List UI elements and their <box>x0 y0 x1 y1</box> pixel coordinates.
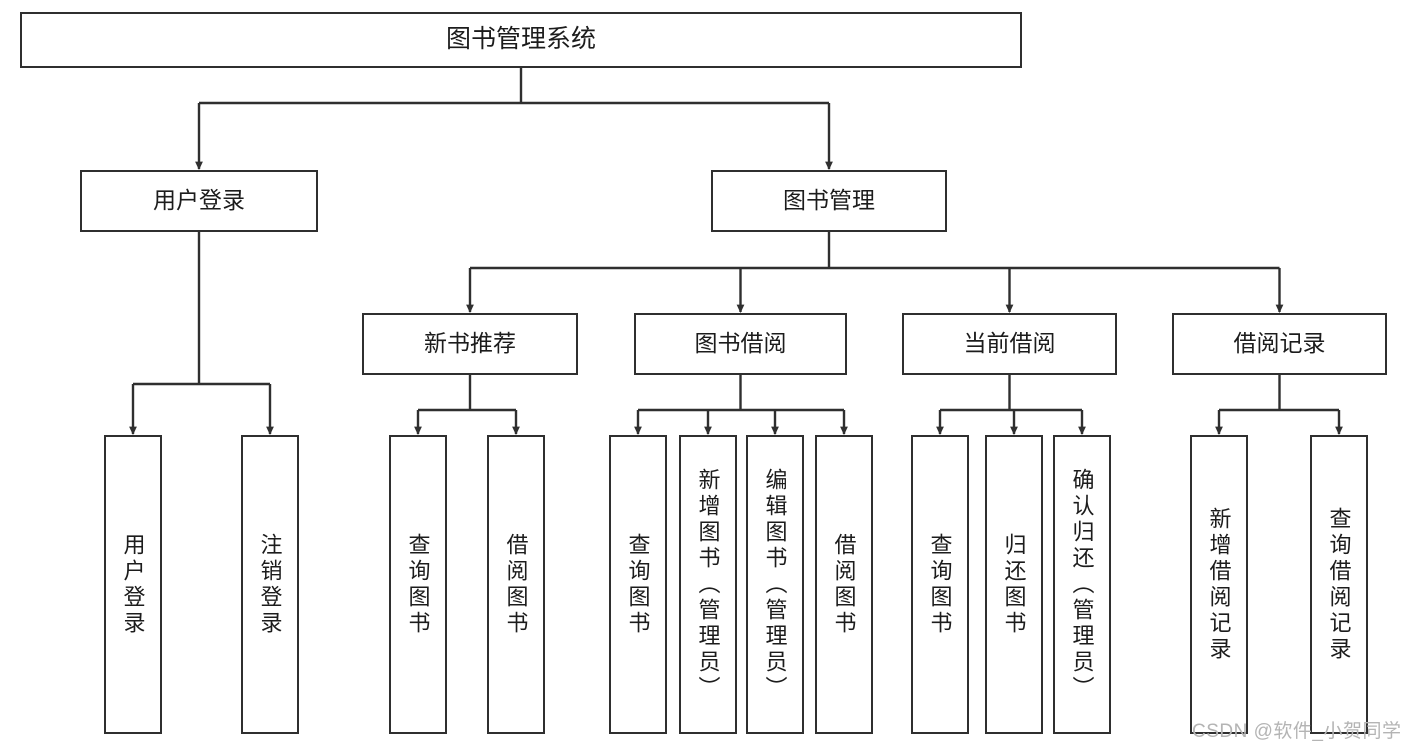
node-leaf-leaf-query-book-1[interactable]: 查询图书 <box>389 435 447 734</box>
node-leaf-leaf-edit-book[interactable]: 编辑图书（管理员） <box>746 435 804 734</box>
node-label: 查询图书 <box>927 532 953 637</box>
node-level3-new-book-rec[interactable]: 新书推荐 <box>362 313 578 375</box>
node-label: 查询图书 <box>625 532 651 637</box>
node-leaf-leaf-query-book-2[interactable]: 查询图书 <box>609 435 667 734</box>
node-leaf-leaf-query-record[interactable]: 查询借阅记录 <box>1310 435 1368 734</box>
node-leaf-leaf-add-record[interactable]: 新增借阅记录 <box>1190 435 1248 734</box>
node-level3-borrow-record[interactable]: 借阅记录 <box>1172 313 1387 375</box>
node-label: 借阅图书 <box>503 532 529 637</box>
node-label: 新增借阅记录 <box>1206 506 1232 663</box>
node-leaf-leaf-confirm-return[interactable]: 确认归还（管理员） <box>1053 435 1111 734</box>
node-level3-current-borrow[interactable]: 当前借阅 <box>902 313 1117 375</box>
csdn-watermark: CSDN @软件_小贺同学 <box>1192 721 1402 742</box>
node-leaf-leaf-borrow-book-1[interactable]: 借阅图书 <box>487 435 545 734</box>
node-label: 归还图书 <box>1001 532 1027 637</box>
node-label: 图书管理系统 <box>445 25 596 54</box>
node-label: 查询图书 <box>405 532 431 637</box>
node-leaf-leaf-add-book[interactable]: 新增图书（管理员） <box>679 435 737 734</box>
node-label: 用户登录 <box>153 187 245 214</box>
node-label: 图书管理 <box>783 187 875 214</box>
node-label: 用户登录 <box>120 532 146 637</box>
node-level2-user-login[interactable]: 用户登录 <box>80 170 318 232</box>
node-leaf-leaf-user-login[interactable]: 用户登录 <box>104 435 162 734</box>
node-leaf-leaf-return-book[interactable]: 归还图书 <box>985 435 1043 734</box>
node-level3-book-borrow[interactable]: 图书借阅 <box>634 313 847 375</box>
node-label: 当前借阅 <box>963 330 1056 357</box>
node-leaf-leaf-query-book-3[interactable]: 查询图书 <box>911 435 969 734</box>
node-label: 确认归还（管理员） <box>1069 467 1095 702</box>
node-label: 编辑图书（管理员） <box>762 467 788 702</box>
node-label: 查询借阅记录 <box>1326 506 1352 663</box>
node-root-root[interactable]: 图书管理系统 <box>20 12 1022 68</box>
node-leaf-leaf-user-logout[interactable]: 注销登录 <box>241 435 299 734</box>
node-label: 借阅图书 <box>831 532 857 637</box>
node-label: 借阅记录 <box>1233 330 1326 357</box>
node-label: 图书借阅 <box>694 330 787 357</box>
node-leaf-leaf-borrow-book-2[interactable]: 借阅图书 <box>815 435 873 734</box>
node-label: 新书推荐 <box>424 330 516 357</box>
node-label: 注销登录 <box>257 532 283 637</box>
node-label: 新增图书（管理员） <box>695 467 721 702</box>
node-level2-book-manage[interactable]: 图书管理 <box>711 170 947 232</box>
